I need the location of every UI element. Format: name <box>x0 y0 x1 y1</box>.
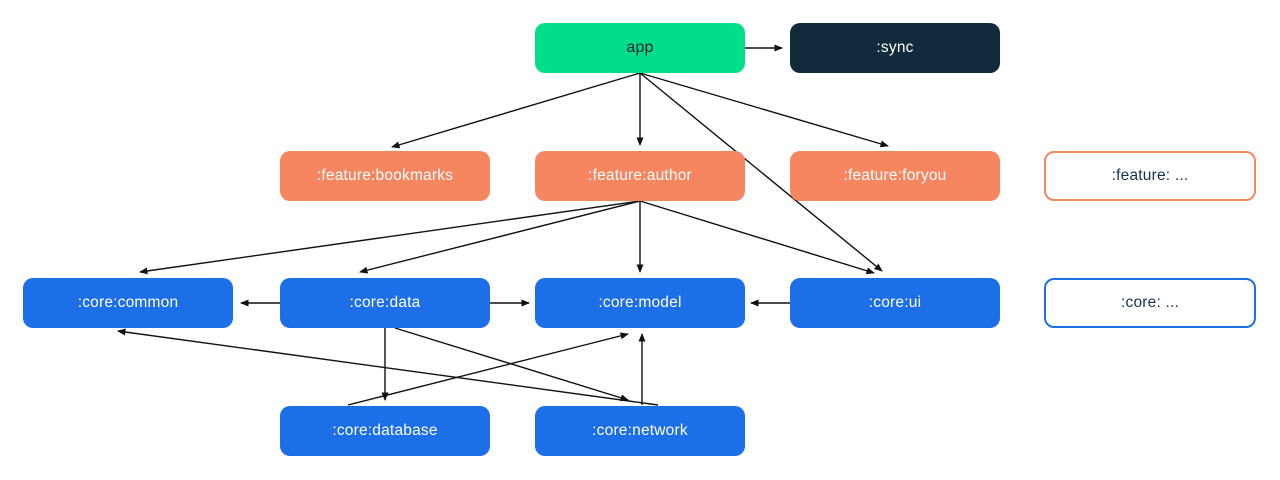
node-app: app <box>535 23 745 73</box>
node-feature-bookmarks: :feature:bookmarks <box>280 151 490 201</box>
node-sync: :sync <box>790 23 1000 73</box>
edge-app-to-feature-foryou <box>639 72 889 148</box>
node-core-model: :core:model <box>535 278 745 328</box>
node-legend-feature: :feature: ... <box>1044 151 1256 201</box>
node-feature-author: :feature:author <box>535 151 745 201</box>
edge-app-to-feature-bookmarks <box>391 72 641 149</box>
node-core-ui: :core:ui <box>790 278 1000 328</box>
node-core-common: :core:common <box>23 278 233 328</box>
edge-feature-author-to-core-data <box>359 200 641 274</box>
node-core-data: :core:data <box>280 278 490 328</box>
node-feature-foryou: :feature:foryou <box>790 151 1000 201</box>
node-core-database: :core:database <box>280 406 490 456</box>
node-legend-core: :core: ... <box>1044 278 1256 328</box>
edge-feature-author-to-core-ui <box>639 200 875 275</box>
edge-core-network-to-core-common <box>117 328 659 406</box>
edge-core-database-to-core-model <box>347 332 629 406</box>
edge-feature-author-to-core-common <box>139 200 641 275</box>
node-core-network: :core:network <box>535 406 745 456</box>
edge-app-to-core-ui <box>639 72 883 272</box>
